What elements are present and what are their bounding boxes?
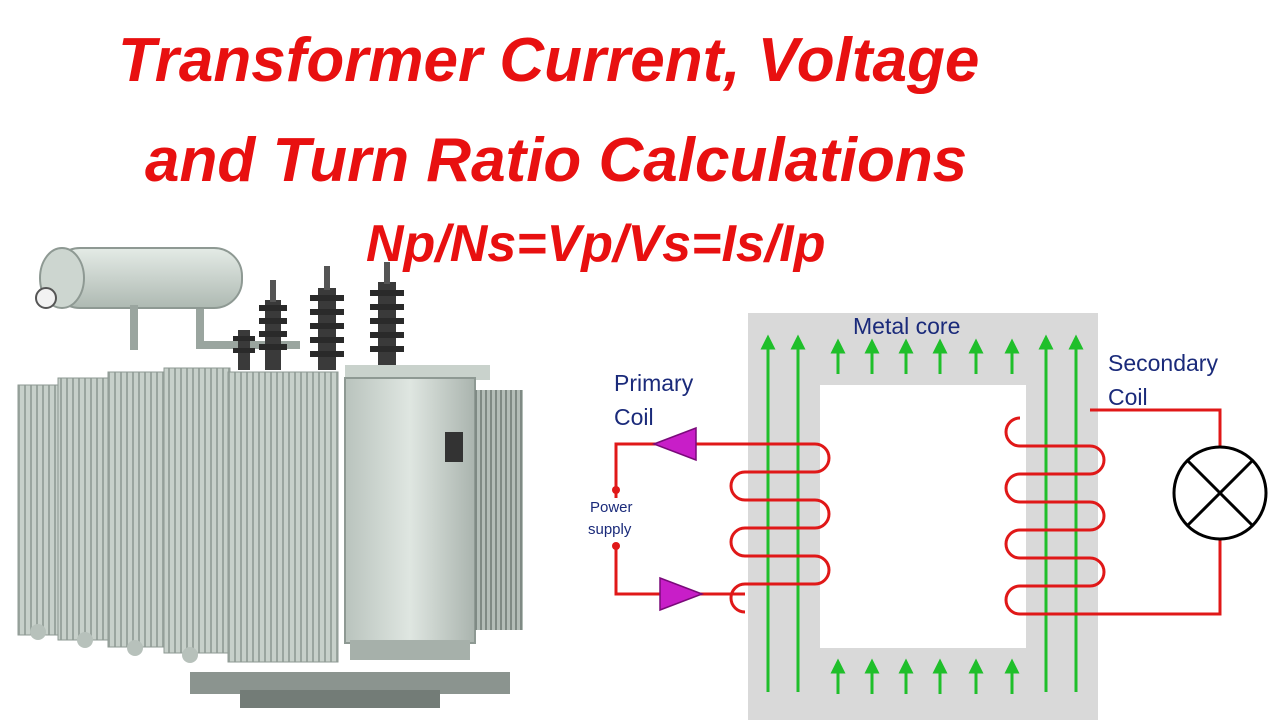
current-arrow-in bbox=[651, 426, 697, 462]
current-arrow-out bbox=[659, 576, 705, 612]
power-transformer-illustration bbox=[17, 247, 523, 708]
secondary-label-line2: Coil bbox=[1108, 384, 1148, 410]
supply-terminal-top bbox=[612, 486, 620, 494]
primary-label-line2: Coil bbox=[614, 404, 654, 430]
supply-terminal-bottom bbox=[612, 542, 620, 550]
power-supply-label-line1: Power bbox=[590, 499, 633, 516]
primary-label-line1: Primary bbox=[614, 370, 694, 396]
conservator-tank bbox=[35, 247, 243, 350]
radiator-bank bbox=[17, 367, 339, 663]
magnetic-flux-arrows bbox=[760, 334, 1084, 694]
secondary-bottom-wire bbox=[1090, 540, 1222, 616]
turns-ratio-formula: Np/Ns=Vp/Vs=Is/Ip bbox=[366, 215, 826, 273]
title-line-2: and Turn Ratio Calculations bbox=[145, 126, 968, 195]
power-supply-label-line2: supply bbox=[588, 521, 632, 538]
title-line-1: Transformer Current, Voltage bbox=[118, 26, 980, 95]
secondary-top-wire bbox=[1090, 408, 1222, 446]
transformer-schematic bbox=[748, 313, 1098, 720]
metal-core-label: Metal core bbox=[853, 313, 960, 339]
primary-coil bbox=[729, 442, 831, 614]
metal-core bbox=[748, 313, 1098, 720]
hv-bushings bbox=[233, 262, 404, 370]
lamp-load bbox=[1172, 445, 1268, 541]
main-tank bbox=[344, 365, 523, 660]
primary-top-wire bbox=[614, 442, 815, 498]
secondary-coil bbox=[1004, 416, 1106, 616]
secondary-label-line1: Secondary bbox=[1108, 350, 1218, 376]
secondary-circuit bbox=[1004, 408, 1222, 616]
